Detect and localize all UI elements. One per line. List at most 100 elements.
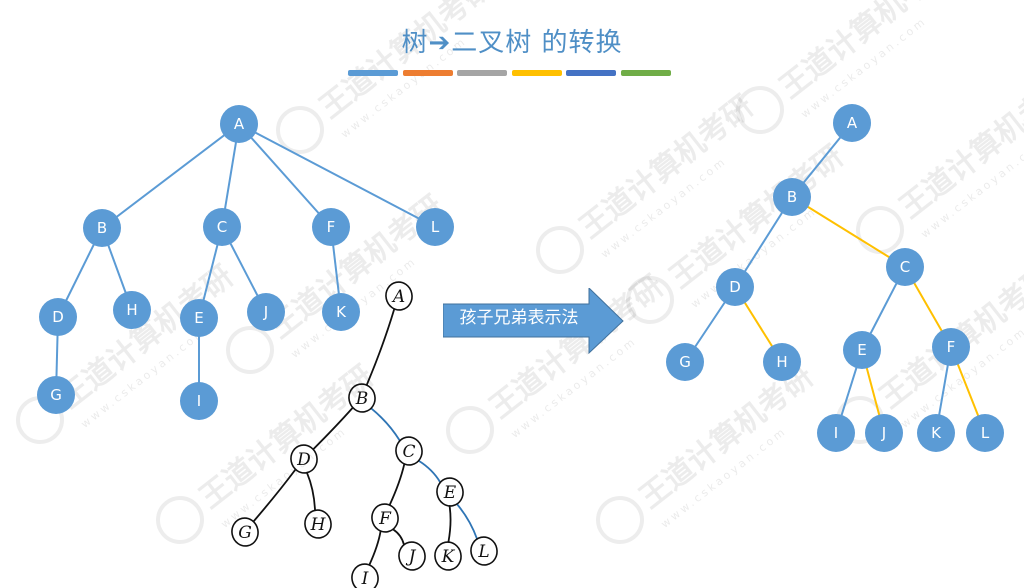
hand-node-label: E (443, 483, 457, 503)
color-bar-segment (457, 70, 507, 76)
hand-node-F: F (371, 503, 399, 533)
binary-node-label: A (847, 114, 858, 132)
tree-node-label: K (336, 303, 347, 321)
tree-node-G: G (37, 376, 75, 414)
hand-edge-B-D (312, 407, 354, 450)
color-bar-segment (348, 70, 398, 76)
color-bar-segment (511, 70, 562, 76)
hand-node-J: J (398, 541, 426, 571)
binary-node-label: L (981, 424, 990, 442)
color-bar-segment (402, 70, 453, 76)
tree-edge-A-L (238, 123, 436, 228)
binary-node-J: J (865, 414, 903, 452)
tree-node-label: B (97, 219, 107, 237)
tree-node-label: A (234, 115, 245, 133)
binary-node-F: F (932, 328, 970, 366)
hand-edge-B-C (370, 407, 401, 442)
binary-node-label: H (776, 353, 787, 371)
hand-edge-F-J (392, 528, 405, 546)
tree-node-label: C (217, 218, 227, 236)
binary-sibling-edge-B-C (791, 196, 906, 268)
hand-node-label: H (310, 515, 327, 535)
binary-node-A: A (833, 104, 871, 142)
tree-node-E: E (180, 299, 218, 337)
hand-edge-D-G (252, 468, 297, 523)
tree-node-label: F (327, 218, 336, 236)
tree-node-F: F (312, 208, 350, 246)
hand-node-H: H (304, 509, 332, 539)
hand-edge-F-I (368, 530, 382, 566)
tree-node-B: B (83, 209, 121, 247)
hand-node-label: A (391, 287, 405, 307)
hand-node-label: G (238, 523, 252, 543)
hand-edge-C-F (388, 463, 406, 506)
right-arrow-icon: ➔ (428, 28, 452, 58)
tree-node-label: L (431, 218, 440, 236)
binary-node-I: I (817, 414, 855, 452)
hand-node-C: C (395, 436, 423, 466)
tree-node-label: J (263, 303, 268, 321)
binary-node-label: I (834, 424, 838, 442)
hand-node-label: F (378, 509, 392, 529)
hand-node-D: D (290, 444, 318, 474)
color-bar-segment (620, 70, 671, 76)
hand-node-label: I (361, 569, 369, 588)
hand-node-label: C (402, 442, 415, 462)
hand-node-label: B (355, 389, 369, 409)
hand-node-L: L (470, 536, 498, 566)
binary-node-K: K (917, 414, 955, 452)
tree-node-label: G (50, 386, 62, 404)
tree-node-D: D (39, 298, 77, 336)
hand-edge-C-E (418, 460, 441, 483)
arrow-label: 孩子兄弟表示法 (459, 308, 579, 328)
tree-node-I: I (180, 382, 218, 420)
binary-node-E: E (843, 331, 881, 369)
hand-node-I: I (351, 563, 379, 588)
tree-node-J: J (247, 293, 285, 331)
binary-node-label: D (729, 278, 741, 296)
original-tree: A B C F L D H E J K G I (37, 105, 454, 420)
hand-node-label: K (441, 547, 456, 567)
binary-node-C: C (886, 248, 924, 286)
hand-node-label: J (406, 547, 417, 567)
hand-node-G: G (231, 517, 259, 547)
hand-node-label: D (296, 450, 311, 470)
hand-node-E: E (436, 477, 464, 507)
hand-node-A: A (385, 281, 413, 311)
hand-node-K: K (434, 541, 462, 571)
hand-node-B: B (348, 383, 376, 413)
tree-node-K: K (322, 293, 360, 331)
tree-edge-A-B (101, 123, 240, 229)
binary-node-label: E (857, 341, 866, 359)
title-right: 二叉树 的转换 (451, 28, 623, 58)
binary-node-label: F (947, 338, 956, 356)
binary-node-H: H (763, 343, 801, 381)
tree-node-label: I (197, 392, 201, 410)
binary-node-label: J (881, 424, 886, 442)
binary-tree: A B D C G H E F I J K L (666, 104, 1004, 452)
binary-node-D: D (716, 268, 754, 306)
hand-edge-A-B (365, 308, 396, 386)
tree-node-C: C (203, 208, 241, 246)
binary-node-L: L (966, 414, 1004, 452)
color-bar-segment (566, 70, 616, 76)
hand-edge-E-K (447, 505, 452, 543)
binary-node-B: B (773, 178, 811, 216)
binary-node-label: K (931, 424, 942, 442)
binary-node-label: G (679, 353, 691, 371)
tree-node-L: L (416, 208, 454, 246)
title-left: 树 (401, 28, 429, 58)
tree-node-label: D (52, 308, 64, 326)
hand-edge-D-H (306, 471, 316, 512)
binary-node-G: G (666, 343, 704, 381)
binary-node-label: B (787, 188, 797, 206)
tree-node-A: A (220, 105, 258, 143)
tree-node-label: E (194, 309, 203, 327)
binary-node-label: C (900, 258, 910, 276)
block-arrow-shape (443, 288, 624, 354)
tree-node-label: H (126, 301, 137, 319)
